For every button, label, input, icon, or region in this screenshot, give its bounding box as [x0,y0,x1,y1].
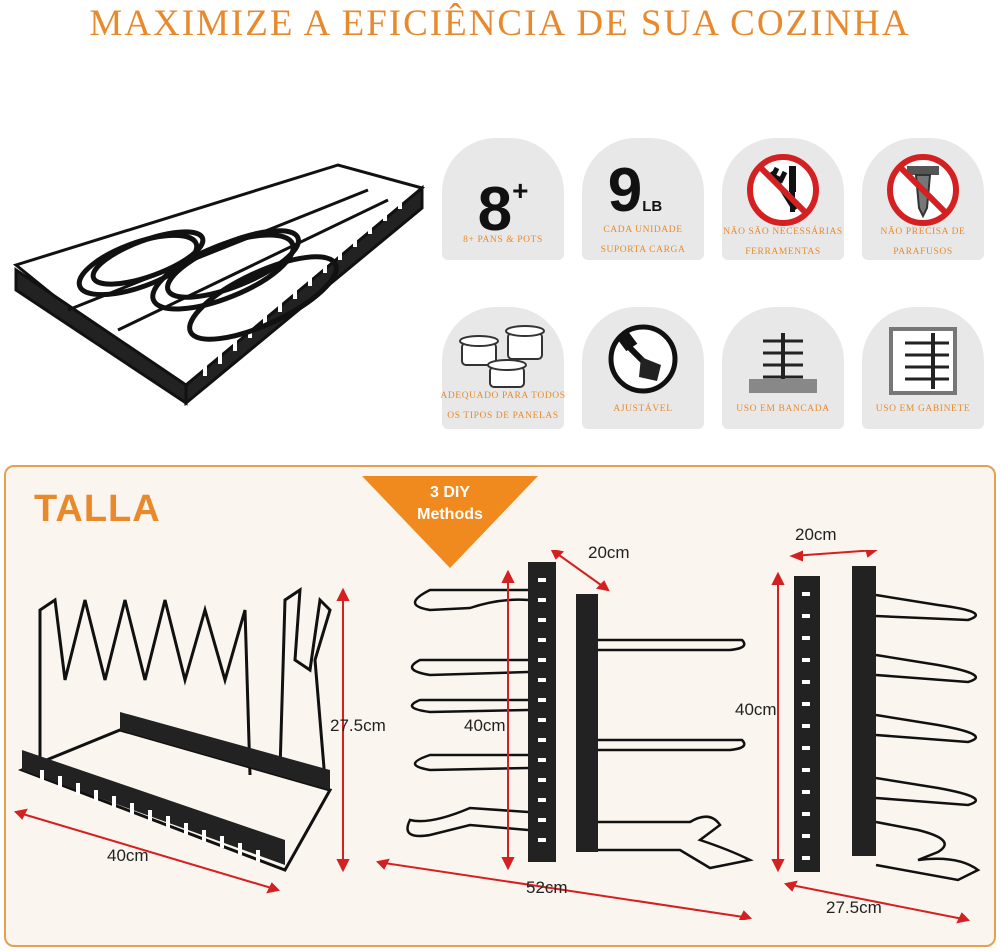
feature-tile-all-pans: ADEQUADO PARA TODOS OS TIPOS DE PANELAS [440,307,565,429]
cabinet-height-label: 40cm [735,700,777,719]
feature-caption-line2: OS TIPOS DE PANELAS [447,411,559,421]
feature-caption-line1: CADA UNIDADE [603,225,683,235]
feature-caption-line1: ADEQUADO PARA TODOS [440,391,566,401]
feature-tile-no-tools: NÃO SÃO NECESSÁRIAS FERRAMENTAS [722,138,844,260]
vertical-rack-diagram [375,550,754,920]
diy-methods-label: 3 DIY Methods [362,482,538,526]
feature-big-number: 8 [477,175,513,244]
cabinet-rack-icon [889,327,957,395]
feature-tile-cabinet: USO EM GABINETE [862,307,984,429]
size-heading: TALLA [34,488,161,530]
vertical-depth-label: 20cm [588,543,630,562]
cabinet-depth-label: 20cm [795,525,837,544]
feature-caption: 8+ PANS & POTS [463,235,543,245]
badge-line1: 3 DIY [429,484,470,501]
feature-caption-line2: SUPORTA CARGA [600,245,686,255]
rack-height-label: 27.5cm [330,716,386,735]
feature-tile-weight: 9LB CADA UNIDADE SUPORTA CARGA [582,138,704,260]
feature-unit: LB [642,198,663,215]
cabinet-width-label: 27.5cm [826,898,882,917]
page-title: MAXIMIZE A EFICIÊNCIA DE SUA COZINHA [89,3,911,44]
badge-line2: Methods [417,506,483,523]
vertical-width-label: 52cm [526,878,568,897]
pots-icon [459,325,545,388]
feature-caption-line2: FERRAMENTAS [745,247,821,257]
diy-methods-badge [362,476,538,568]
cabinet-rack-diagram [771,550,981,924]
adjust-wrench-icon [608,324,678,394]
feature-superscript: + [512,175,529,206]
feature-tile-adjustable: AJUSTÁVEL [582,307,704,429]
vertical-height-label: 40cm [464,716,506,735]
feature-tile-countertop: USO EM BANCADA [722,307,844,429]
feature-caption: USO EM GABINETE [875,404,971,414]
feature-tile-pans-count: 8+ 8+ PANS & POTS [442,138,564,260]
feature-caption: AJUSTÁVEL [613,404,673,414]
size-section [4,465,996,947]
feature-caption: USO EM BANCADA [736,404,830,414]
feature-tile-no-screws: NÃO PRECISA DE PARAFUSOS [862,138,984,260]
feature-big-number: 9 [607,156,643,225]
feature-caption-line1: NÃO SÃO NECESSÁRIAS [723,227,843,237]
feature-caption-line1: NÃO PRECISA DE [880,227,966,237]
rack-length-label: 40cm [107,846,149,865]
product-photo-flat-rack [12,163,426,407]
countertop-rack-icon [749,333,817,393]
feature-caption-line2: PARAFUSOS [893,247,953,257]
no-tools-icon [747,154,819,226]
no-screws-icon [887,154,959,226]
horizontal-rack-diagram [13,587,350,894]
